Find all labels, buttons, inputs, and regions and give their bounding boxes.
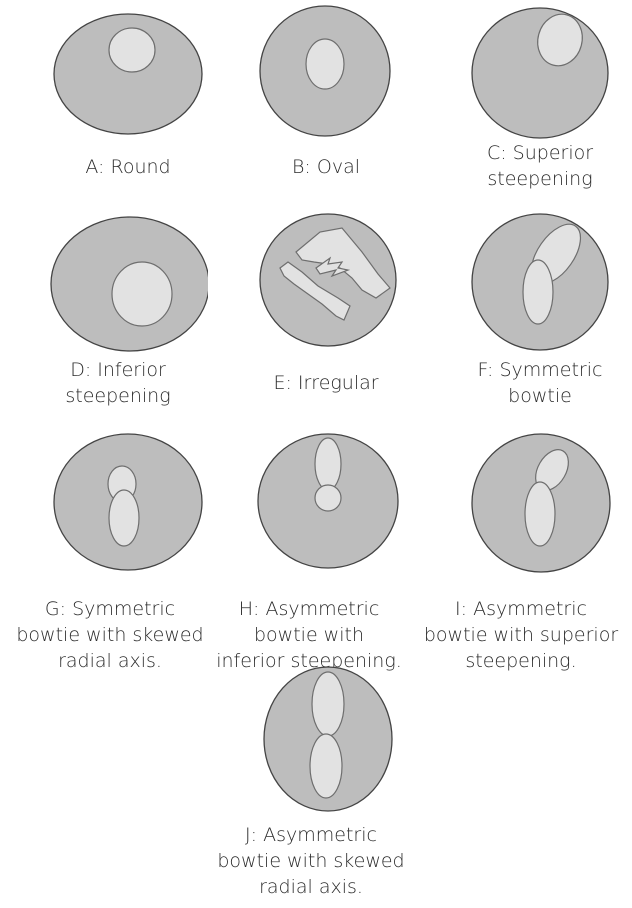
corneal-map-superior-steepening [470, 6, 610, 140]
bowtie-lower-lobe [523, 260, 553, 324]
bowtie-lower-lobe [315, 485, 341, 511]
corneal-map-symmetric-bowtie-skewed [52, 432, 204, 572]
caption-a: A: Round [40, 154, 216, 180]
bowtie-lower-lobe [310, 734, 342, 798]
bowtie-upper-lobe [315, 438, 341, 490]
corneal-map-oval [258, 4, 392, 138]
cornea-outline [472, 8, 608, 138]
corneal-map-irregular [258, 212, 398, 348]
caption-f: F: Symmetric bowtie [452, 357, 628, 409]
round-steep-area [109, 28, 155, 72]
caption-j: J: Asymmetric bowtie with skewed radial … [206, 822, 416, 900]
corneal-map-round [52, 12, 204, 136]
corneal-map-asymmetric-bowtie-inferior [256, 432, 400, 570]
caption-h: H: Asymmetric bowtie with inferior steep… [206, 596, 412, 674]
corneal-map-asymmetric-bowtie-superior [470, 432, 612, 574]
bowtie-lower-lobe [109, 490, 139, 546]
corneal-map-asymmetric-bowtie-skewed [262, 664, 394, 814]
corneal-map-inferior-steepening [50, 214, 208, 352]
caption-d: D: Inferior steepening [30, 357, 206, 409]
caption-e: E: Irregular [238, 370, 414, 396]
caption-g: G: Symmetric bowtie with skewed radial a… [6, 596, 214, 674]
caption-b: B: Oval [238, 154, 414, 180]
caption-c: C: Superior steepening [452, 140, 628, 192]
bowtie-lower-lobe [525, 482, 555, 546]
oval-steep-area [306, 39, 344, 89]
caption-i: I: Asymmetric bowtie with superior steep… [416, 596, 626, 674]
inferior-steep-area [112, 262, 172, 326]
bowtie-upper-lobe [312, 672, 344, 736]
corneal-map-symmetric-bowtie [470, 212, 610, 352]
